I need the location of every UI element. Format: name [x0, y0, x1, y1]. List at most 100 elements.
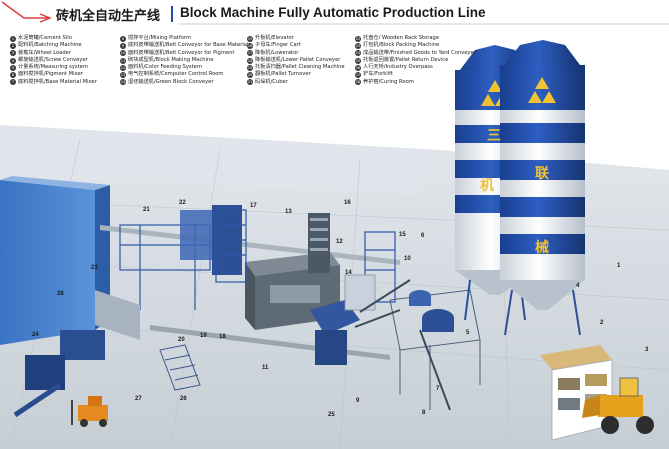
callout-label: 18: [219, 334, 226, 340]
callout-label: 25: [328, 412, 335, 418]
callout-label: 7: [436, 386, 440, 392]
callout-label: 24: [32, 332, 39, 338]
arrow-accent-icon: [1, 1, 50, 19]
legend-number: 18: [247, 57, 253, 64]
callout-label: 3: [645, 347, 649, 353]
silo-char-2: 联: [535, 166, 550, 182]
legend-text: 面料搅拌机/Pigment Mixer: [18, 71, 83, 78]
industry-overpass: [159, 344, 201, 391]
legend-text: 托板返回装置/Pallet Return Device: [363, 56, 449, 63]
callout-label: 2: [600, 320, 604, 326]
silo-char-4: 械: [535, 239, 549, 256]
legend-number: 27: [355, 72, 361, 79]
callout-label: 10: [404, 256, 411, 262]
callout-label: 8: [422, 410, 426, 416]
callout-label: 1: [617, 263, 621, 269]
callout-label: 9: [356, 398, 360, 404]
callout-label: 6: [421, 233, 425, 239]
legend-text: 成品输送带/Finished Goods to Yard Conveyer: [363, 49, 476, 56]
callout-label: 11: [262, 365, 269, 371]
silo-char-1: 三: [487, 128, 501, 144]
legend-text: 螺旋输送机/Screw Conveyer: [18, 56, 88, 63]
legend-number: 2: [10, 42, 16, 49]
callout-label: 19: [200, 333, 207, 339]
legend-number: 21: [247, 79, 253, 86]
legend-text: 子母车/Finger Cart: [255, 42, 301, 49]
header: 砖机全自动生产线 Block Machine Fully Automatic P…: [0, 0, 669, 30]
legend-number: 12: [120, 64, 126, 71]
legend-text: 养护窑/Curing Room: [363, 78, 414, 85]
callout-label: 28: [57, 291, 64, 297]
legend-text: 电气控制系统/Computer Control Room: [128, 71, 224, 78]
floor-back-strip: [0, 125, 440, 195]
callout-label: 16: [344, 200, 351, 206]
callout-label: 26: [180, 396, 187, 402]
cement-silo-right: [500, 40, 585, 336]
legend-text: 码垛机/Cuber: [255, 78, 288, 85]
legend-text: 托盘仓/ Wooden Rack Storage: [363, 35, 440, 41]
legend-number: 11: [120, 57, 126, 64]
legend-text: 计量系统/Measuring system: [18, 64, 88, 71]
finished-goods-conveyor: [13, 382, 62, 418]
legend-text: 托板清扫器/Pallet Cleaning Machine: [255, 64, 345, 71]
callout-label: 12: [336, 239, 343, 245]
legend-number: 7: [10, 79, 16, 86]
legend-number: 1: [10, 35, 16, 42]
legend-text: 砌块成型机/Block Making Machine: [128, 56, 214, 63]
legend-text: 底料皮带输送机/Belt Conveyor for Base Material: [128, 42, 249, 49]
forklift-illustration: [71, 396, 108, 427]
legend-number: 20: [247, 72, 253, 79]
legend-number: 24: [355, 50, 361, 57]
legend-number: 8: [120, 35, 126, 42]
legend-text: 升板机/Elevator: [255, 35, 294, 41]
header-decoration: [1, 1, 669, 25]
legend-text: 底料搅拌机/Base Material Mixer: [18, 78, 97, 85]
legend-text: 面料皮带输送机/Belt Conveyor for Pigment: [128, 49, 235, 56]
page-title-en: Block Machine Fully Automatic Production…: [180, 5, 486, 20]
base-material-mixer: [422, 309, 454, 332]
legend-number: 15: [247, 35, 253, 42]
legend-text: 搅拌平台/Mixing Platform: [128, 35, 192, 41]
legend-number: 13: [120, 72, 126, 79]
belt-conveyors: [354, 279, 451, 411]
callout-label: 4: [576, 283, 580, 289]
callout-label: 15: [399, 232, 406, 238]
legend-number: 26: [355, 64, 361, 71]
legend-number: 19: [247, 64, 253, 71]
legend-number: 10: [120, 50, 126, 57]
legend-number: 6: [10, 72, 16, 79]
legend-number: 9: [120, 42, 126, 49]
legend-number: 22: [355, 35, 361, 42]
callout-label: 14: [345, 270, 352, 276]
legend-text: 铲车/Forklift: [363, 71, 393, 78]
callout-label: 5: [466, 330, 470, 336]
elevator-tower: [364, 231, 396, 303]
legend-number: 28: [355, 79, 361, 86]
packing-machine: [25, 290, 140, 390]
legend-text: 翻板机/Pallet Turnover: [255, 71, 311, 78]
legend-text: 配料机/Batching Machine: [18, 42, 82, 49]
batching-machine: [540, 345, 613, 441]
callout-label: 27: [135, 396, 142, 402]
title-separator: [171, 6, 173, 22]
